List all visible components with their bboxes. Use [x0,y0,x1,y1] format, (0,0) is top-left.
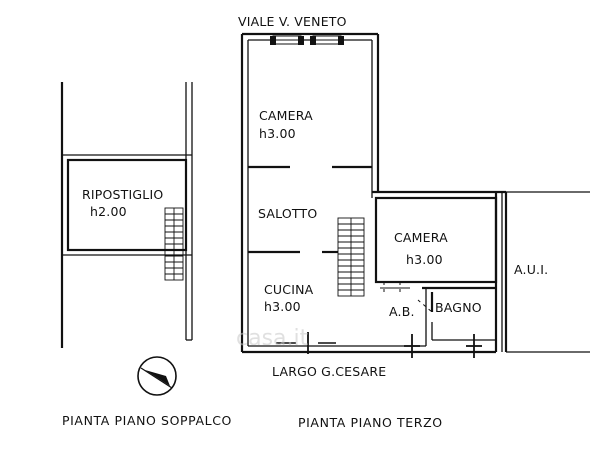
watermark-text: casa.it [236,326,309,351]
room-height-cucina: h3.00 [264,299,301,314]
room-label-salotto: SALOTTO [258,206,317,221]
ripostiglio-room [66,158,188,252]
north-arrow-icon [137,356,177,396]
street-label-bottom: LARGO G.CESARE [272,364,386,379]
third-floor-plan: CAMERA h3.00 SALOTTO CUCINA h3.00 CAMERA… [240,32,590,358]
aui-adjacent-unit [506,191,590,353]
title-terzo: PIANTA PIANO TERZO [298,415,443,430]
room-label-bagno: BAGNO [435,300,482,315]
mezzanine-stair [164,207,184,281]
title-soppalco: PIANTA PIANO SOPPALCO [62,413,232,428]
room-height-camera-1: h3.00 [259,126,296,141]
room-label-cucina: CUCINA [264,282,314,297]
mezzanine-room-height: h2.00 [90,204,127,219]
room-label-aui: A.U.I. [514,262,548,277]
third-floor-stair [337,217,365,297]
room-label-camera-1: CAMERA [259,108,313,123]
mezzanine-plan: RIPOSTIGLIO h2.00 [60,82,193,348]
mezzanine-room-label: RIPOSTIGLIO [82,187,163,202]
street-label-top: VIALE V. VENETO [238,14,347,29]
top-windows [270,35,344,45]
room-height-camera-2: h3.00 [406,252,443,267]
bottom-windows [276,332,482,358]
room-label-camera-2: CAMERA [394,230,448,245]
room-label-ab: A.B. [389,304,415,319]
